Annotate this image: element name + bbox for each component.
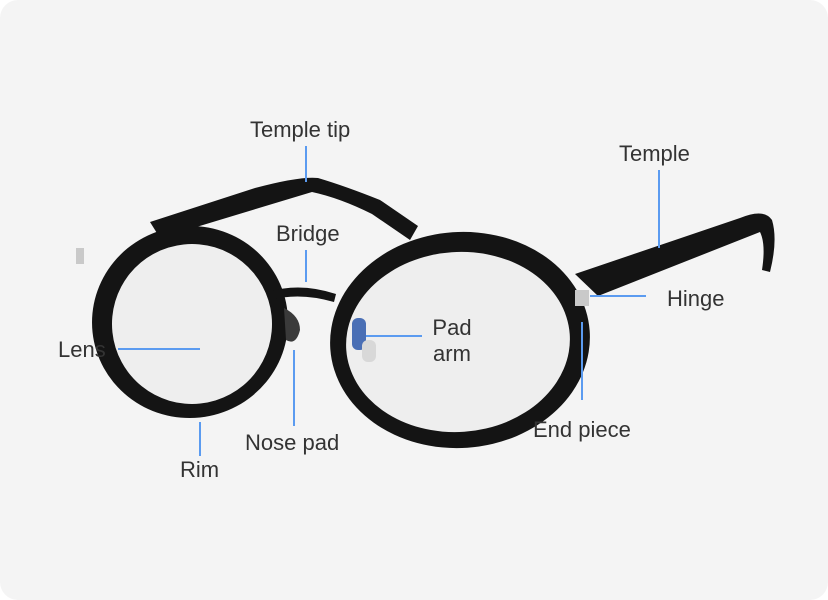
near-temple-arm (575, 213, 775, 296)
label-nose-pad: Nose pad (245, 430, 340, 455)
label-pad-arm-line1: Pad (432, 315, 472, 340)
label-bridge: Bridge (276, 221, 340, 246)
right-lens (346, 251, 570, 433)
far-temple-arm (150, 177, 418, 240)
label-pad-arm: Pad arm (431, 315, 473, 367)
label-rim: Rim (180, 457, 220, 482)
left-nose-pad (284, 308, 300, 342)
label-pad-arm-line2: arm (433, 341, 471, 366)
label-end-piece: End piece (533, 417, 631, 442)
label-lens: Lens (58, 337, 106, 362)
right-hinge-metal (575, 290, 589, 306)
label-hinge: Hinge (667, 286, 725, 311)
left-lens (112, 244, 272, 404)
label-temple-tip: Temple tip (250, 117, 351, 142)
bridge-bar (268, 287, 336, 302)
label-temple: Temple (619, 141, 690, 166)
right-nose-pad (352, 318, 366, 350)
right-nose-pad-cushion (362, 340, 376, 362)
left-hinge-metal (76, 248, 84, 264)
